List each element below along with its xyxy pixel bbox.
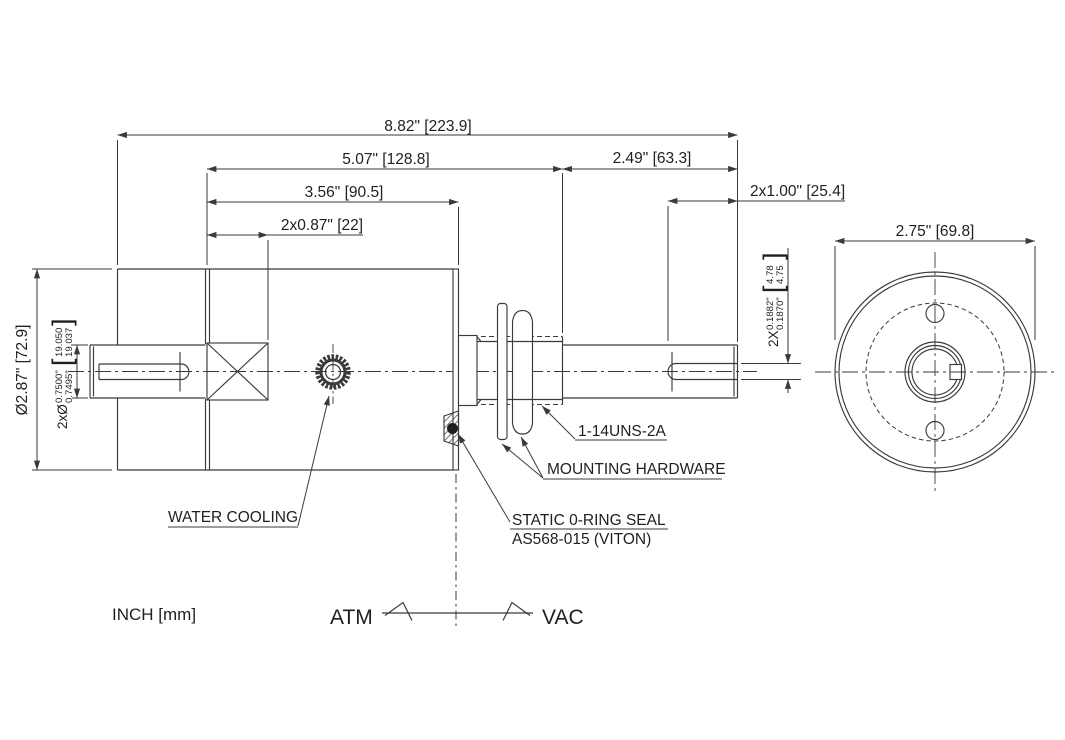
dim-overall-length: 8.82" [223.9]: [384, 118, 471, 135]
svg-text:0.1882": 0.1882": [765, 297, 776, 330]
right-shaft: [562, 344, 739, 399]
mounting-hole-top: [925, 303, 945, 324]
side-view: [68, 268, 757, 629]
washer: [496, 302, 508, 441]
dim-body-od: Ø2.87" [72.9]: [14, 325, 31, 416]
svg-text:19.050: 19.050: [54, 328, 65, 357]
oring-seal-label-line2: AS568-015 (VITON): [512, 531, 651, 548]
bracket-open: [: [47, 358, 77, 366]
water-cooling-label: WATER COOLING: [168, 509, 298, 526]
units-note: INCH [mm]: [112, 605, 196, 624]
oring-seal-label-line1: STATIC 0-RING SEAL: [512, 512, 666, 529]
water-cooling-port: [315, 344, 351, 404]
dim-shaft-dia: 2xØ 0.7500" 0.7495" [ 19.050 19.037 ]: [47, 318, 77, 429]
thread-spec-label: 1-14UNS-2A: [578, 423, 667, 440]
leader-washer: [501, 443, 544, 479]
right-keyseat: [667, 352, 738, 392]
oring-cross-section: [447, 423, 458, 434]
left-keyseat: [98, 352, 190, 392]
bracket-close: ]: [47, 318, 77, 326]
dim-thread-to-end: 2.49" [63.3]: [613, 150, 692, 167]
svg-text:4.75: 4.75: [775, 265, 786, 284]
annotation-text: 8.82" [223.9] 5.07" [128.8] 2.49" [63.3]…: [14, 118, 974, 629]
leader-lines: [168, 395, 722, 530]
threaded-stub: [457, 334, 564, 407]
svg-text:4.78: 4.78: [765, 265, 776, 284]
svg-text:2X: 2X: [766, 330, 781, 347]
leader-water-cooling: [297, 395, 330, 527]
svg-text:0.7500": 0.7500": [54, 370, 65, 403]
bracket-open: [: [758, 285, 788, 293]
dim-body-to-thread: 5.07" [128.8]: [342, 151, 429, 168]
dim-key-section: 2x0.87" [22]: [281, 217, 363, 234]
svg-text:0.1870": 0.1870": [775, 297, 786, 330]
dim-keyseat-length: 2x1.00" [25.4]: [750, 183, 845, 200]
oring-seal-section: [443, 410, 460, 447]
left-shaft: [89, 344, 206, 399]
leader-oring: [457, 433, 511, 523]
svg-text:Ø2.87" [72.9]: Ø2.87" [72.9]: [14, 325, 31, 416]
leader-nut: [520, 436, 544, 479]
main-body: [207, 268, 453, 471]
key-section-square: [206, 342, 269, 401]
dimensions: [32, 131, 1036, 471]
bracket-close: ]: [758, 252, 788, 260]
dim-body-to-flange: 3.56" [90.5]: [305, 184, 384, 201]
svg-text:2xØ: 2xØ: [55, 404, 70, 429]
dim-key-width: 2X 0.1882" 0.1870" [ 4.78 4.75 ]: [758, 252, 788, 347]
leader-thread-spec: [541, 405, 576, 440]
atm-arrow-glyph: [384, 601, 413, 621]
end-view: [815, 252, 1055, 492]
svg-text:19.037: 19.037: [64, 328, 75, 357]
bearing-housing-left: [116, 268, 211, 471]
svg-text:0.7495": 0.7495": [64, 370, 75, 403]
atm-label: ATM: [330, 606, 373, 629]
dim-flange-od: 2.75" [69.8]: [896, 223, 975, 240]
hex-nut: [511, 309, 534, 435]
mounting-hardware-label: MOUNTING HARDWARE: [547, 461, 726, 478]
vac-arrow-glyph: [502, 601, 531, 621]
vac-label: VAC: [542, 606, 584, 629]
atm-vac-symbol: [382, 601, 533, 621]
